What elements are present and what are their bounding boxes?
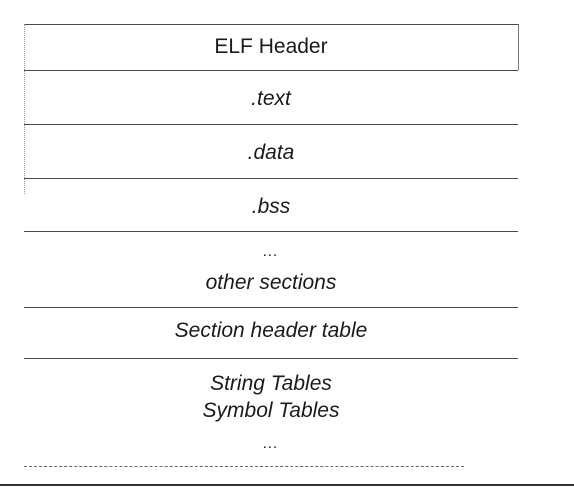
tables-bottom-dashed-line [24, 466, 464, 467]
other-sections-ellipsis: ... [263, 243, 279, 260]
elf-header-right-border [518, 24, 519, 70]
string-tables-label: String Tables [210, 372, 332, 395]
left-edge-marker [24, 24, 25, 194]
other-sections-divider [24, 307, 518, 308]
elf-header-top-border [24, 24, 518, 25]
elf-header-label: ELF Header [214, 35, 328, 58]
symbol-tables-label: Symbol Tables [202, 399, 340, 422]
data-section-label: .data [247, 141, 295, 164]
elf-header-bottom-border [24, 70, 518, 71]
text-section-label: .text [251, 87, 291, 110]
bss-section-label: .bss [251, 195, 291, 218]
section-header-table-label: Section header table [174, 319, 368, 342]
section-header-table-divider [24, 358, 518, 359]
page-bottom-rule [0, 484, 574, 486]
bss-section-divider [24, 231, 518, 232]
data-section-divider [24, 178, 518, 179]
text-section-divider [24, 124, 518, 125]
tables-ellipsis: ... [263, 435, 279, 452]
other-sections-label: other sections [205, 271, 337, 294]
